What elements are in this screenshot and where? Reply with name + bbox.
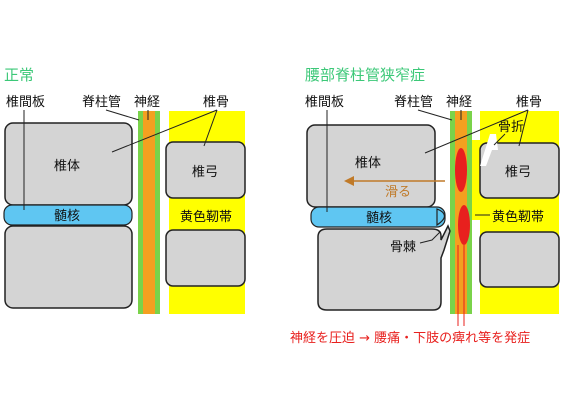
normal-ligament-label: 黄色靭帯 [180, 209, 232, 225]
normal-vertebral-body-lower [4, 225, 133, 309]
stenosis-bone-leader-arch [518, 109, 529, 147]
fracture-leader [493, 133, 506, 146]
stenosis-nucleus-label: 髄核 [366, 211, 392, 226]
normal-bone-label: 椎骨 [203, 95, 229, 110]
slip-arrow-head [344, 176, 354, 186]
normal-canal-border-right [155, 111, 160, 314]
normal-canal-border-left [138, 111, 143, 314]
normal-canal-label: 脊柱管 [82, 95, 121, 110]
stenosis-nerve-label: 神経 [446, 95, 472, 110]
normal-arch-lower [165, 229, 246, 287]
normal-disc [3, 204, 133, 226]
compression-upper [455, 148, 467, 192]
normal-nerve [143, 111, 155, 314]
stenosis-vertebral-body-lower [317, 224, 451, 311]
stenosis-canal-border-left [450, 111, 455, 314]
normal-title: 正常 [4, 66, 34, 84]
stenosis-disc [310, 206, 446, 228]
slip-label: 滑る [385, 185, 411, 200]
stenosis-title: 腰部脊柱管狭窄症 [305, 66, 425, 84]
stenosis-body-label: 椎体 [355, 156, 381, 171]
normal-bone-leader-body [111, 109, 218, 153]
stenosis-disc-bulge [436, 208, 446, 227]
normal-nucleus-label: 髄核 [54, 209, 80, 224]
stenosis-disc-label: 椎間板 [305, 95, 344, 110]
stenosis-bone-leader-body [424, 109, 529, 154]
stenosis-caption: 神経を圧迫 → 腰痛・下肢の痺れ等を発症 [290, 330, 530, 346]
stenosis-arch-label: 椎弓 [505, 165, 531, 180]
stenosis-ligament-label: 黄色靭帯 [492, 209, 544, 225]
normal-arch-label: 椎弓 [192, 165, 218, 180]
compression-lower [458, 205, 470, 245]
normal-bone-leader-arch [203, 109, 218, 147]
fracture-gap [480, 134, 498, 166]
fracture-label: 骨折 [498, 120, 524, 135]
normal-nerve-label: 神経 [134, 95, 160, 110]
spur-leader [419, 231, 441, 244]
stenosis-bone-label: 椎骨 [516, 95, 542, 110]
stenosis-canal-border-right [467, 111, 472, 314]
stenosis-canal-label: 脊柱管 [394, 95, 433, 110]
stenosis-arch-lower [479, 231, 560, 288]
normal-canal-leader [105, 109, 140, 121]
normal-disc-label: 椎間板 [6, 95, 45, 110]
normal-body-label: 椎体 [54, 159, 80, 174]
spur-label: 骨棘 [390, 240, 416, 255]
stenosis-canal-leader [417, 109, 453, 121]
